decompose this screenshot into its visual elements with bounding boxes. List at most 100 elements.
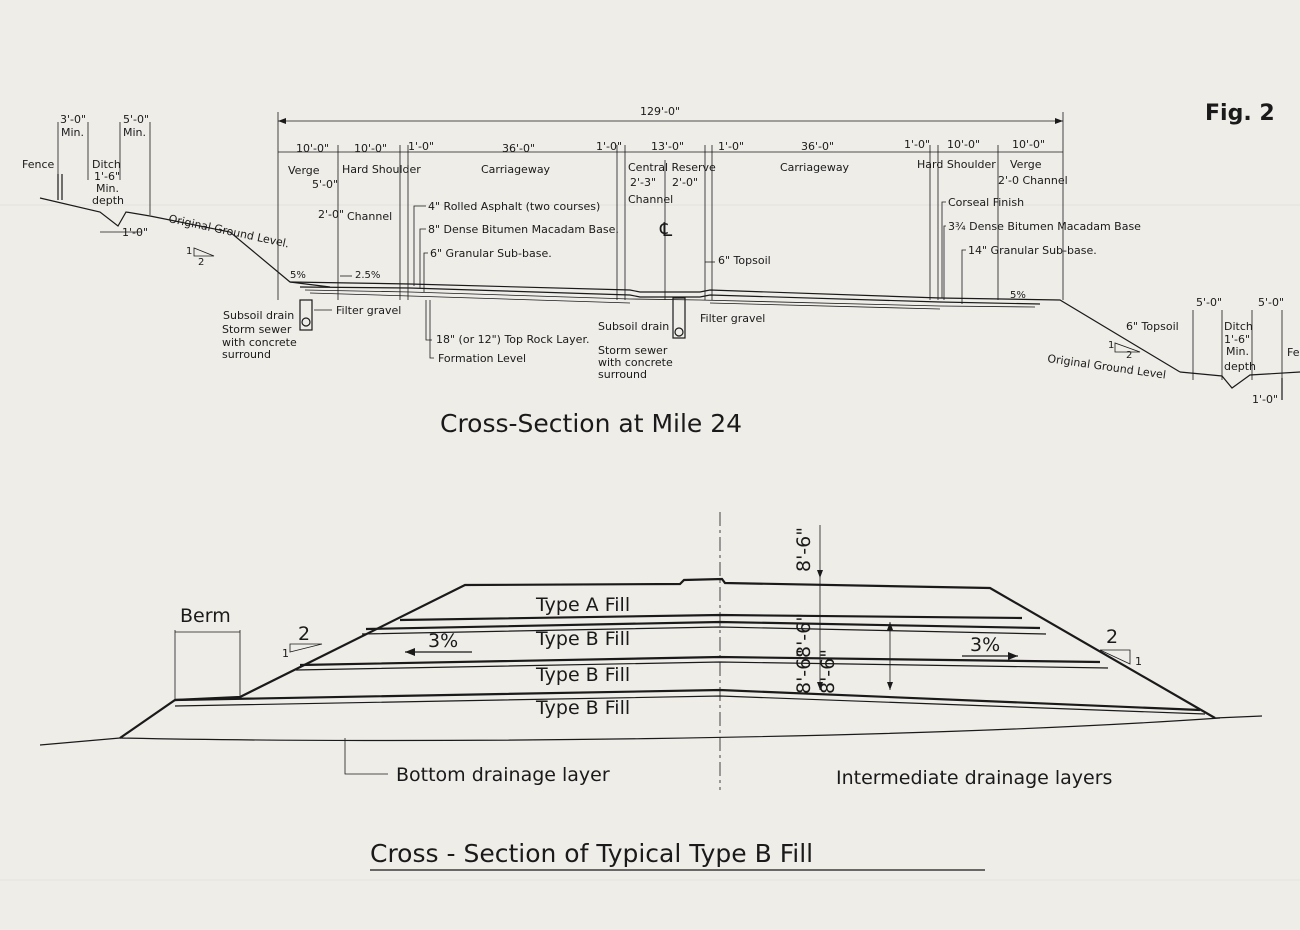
slope-right-2: 2 <box>1126 350 1132 361</box>
label-topsoil-centre: 6" Topsoil <box>718 254 771 267</box>
label-channel-left: Channel <box>347 210 392 223</box>
top-dimension-chain <box>278 145 1063 300</box>
dim-verge-5ft: 5'-0" <box>312 178 338 191</box>
label-min-b: Min. <box>123 126 146 139</box>
label-hard-shoulder-left: Hard Shoulder <box>342 163 421 176</box>
dim-carriageway-left: 36'-0" <box>502 142 535 155</box>
dim-top: 8'-6" <box>793 527 815 572</box>
label-ditch-bottom-left: 1'-0" <box>122 226 148 239</box>
overall-dimension: 129'-0" <box>277 105 1064 300</box>
label-type-b-fill-2: Type B Fill <box>535 664 630 686</box>
label-dbm-right: 3¾ Dense Bitumen Macadam Base <box>948 220 1141 233</box>
label-min-right: Min. <box>1226 345 1249 358</box>
label-dbm-left: 8" Dense Bitumen Macadam Base. <box>428 223 619 236</box>
label-min-a: Min. <box>61 126 84 139</box>
slope-2-left: 2 <box>298 623 310 645</box>
slope-1-left: 1 <box>282 647 289 660</box>
dim-right-channel: 2'-0 Channel <box>998 174 1068 187</box>
section1-title: Cross-Section at Mile 24 <box>440 409 742 438</box>
label-ditch-depth-right: 1'-6" <box>1224 333 1250 346</box>
dim-1ft-a: 1'-0" <box>408 140 434 153</box>
label-25pct: 2.5% <box>355 270 380 281</box>
label-storm-centre: Storm sewer <box>598 344 668 357</box>
section-type-b-fill: Type A Fill Type B Fill Type B Fill Type… <box>39 512 1263 871</box>
label-ditch-bottom-right: 1'-0" <box>1252 393 1278 406</box>
dim-verge-right: 10'-0" <box>1012 138 1045 151</box>
label-formation: Formation Level <box>438 352 526 365</box>
section-mile-24: 129'-0" 10'-0" 10'-0" 1'-0" 36'-0" 1'-0"… <box>22 105 1300 438</box>
dim-right-5b: 5'-0" <box>1258 296 1284 309</box>
slope-left-2: 2 <box>198 257 204 268</box>
label-5pct-left: 5% <box>290 270 306 281</box>
label-carriageway-right: Carriageway <box>780 161 850 174</box>
dim-right-5a: 5'-0" <box>1196 296 1222 309</box>
label-carriageway-left: Carriageway <box>481 163 551 176</box>
dim-mid-3: 8'-6" <box>817 649 839 694</box>
dim-cr-right: 2'-0" <box>672 176 698 189</box>
label-bottom-drainage: Bottom drainage layer <box>396 764 610 786</box>
label-ditch-depth-left: 1'-6" <box>94 170 120 183</box>
dim-mid-2: 8'-6" <box>793 649 815 694</box>
grade-left: 3% <box>428 630 458 652</box>
dim-left-5ft: 5'-0" <box>123 113 149 126</box>
label-corseal: Corseal Finish <box>948 196 1024 209</box>
label-subsoil-left: Subsoil drain <box>223 309 294 322</box>
label-ditch-right: Ditch <box>1224 320 1253 333</box>
dim-mid-1: 8'-6" <box>793 613 815 658</box>
dim-cr-left: 2'-3" <box>630 176 656 189</box>
label-rolled-asphalt: 4" Rolled Asphalt (two courses) <box>428 200 600 213</box>
label-top-rock: 18" (or 12") Top Rock Layer. <box>436 333 589 346</box>
slope-2-right: 2 <box>1106 626 1118 648</box>
label-subsoil-centre: Subsoil drain <box>598 320 669 333</box>
label-fence-right: Fe <box>1287 346 1300 359</box>
dim-left-3ft: 3'-0" <box>60 113 86 126</box>
dim-central-reserve: 13'-0" <box>651 140 684 153</box>
dim-hard-shoulder-right: 10'-0" <box>947 138 980 151</box>
label-topsoil-right: 6" Topsoil <box>1126 320 1179 333</box>
label-central-reserve: Central Reserve <box>628 161 716 174</box>
label-fence-left: Fence <box>22 158 55 171</box>
label-verge-right: Verge <box>1010 158 1042 171</box>
label-ogl-left: Original Ground Level. <box>167 212 290 250</box>
dim-1ft-d: 1'-0" <box>904 138 930 151</box>
figure-label: Fig. 2 <box>1205 101 1275 126</box>
dim-hard-shoulder-left: 10'-0" <box>354 142 387 155</box>
label-surround-centre: surround <box>598 368 647 381</box>
label-granular-right: 14" Granular Sub-base. <box>968 244 1097 257</box>
label-storm-left: Storm sewer <box>222 323 292 336</box>
dim-verge-left: 10'-0" <box>296 142 329 155</box>
label-ditch-left: Ditch <box>92 158 121 171</box>
label-concrete-left: with concrete <box>222 336 297 349</box>
label-ogl-right: Original Ground Level <box>1047 352 1167 382</box>
dim-carriageway-right: 36'-0" <box>801 140 834 153</box>
dim-1ft-b: 1'-0" <box>596 140 622 153</box>
label-min-left: Min. <box>96 182 119 195</box>
label-hard-shoulder-right: Hard Shoulder <box>917 158 996 171</box>
label-type-b-fill-3: Type B Fill <box>535 697 630 719</box>
label-depth-right: depth <box>1224 360 1256 373</box>
label-concrete-centre: with concrete <box>598 356 673 369</box>
label-filter-centre: Filter gravel <box>700 312 765 325</box>
overall-width-label: 129'-0" <box>640 105 680 118</box>
label-cr-channel: Channel <box>628 193 673 206</box>
label-type-a-fill: Type A Fill <box>535 594 630 616</box>
label-type-b-fill-1: Type B Fill <box>535 628 630 650</box>
label-berm: Berm <box>180 605 231 627</box>
dim-1ft-c: 1'-0" <box>718 140 744 153</box>
centreline-symbol: ℄ <box>659 219 673 241</box>
slope-right-1: 1 <box>1108 340 1114 351</box>
label-depth-left: depth <box>92 194 124 207</box>
label-intermediate-drainage: Intermediate drainage layers <box>836 767 1112 789</box>
label-5pct-right: 5% <box>1010 290 1026 301</box>
label-surround-left: surround <box>222 348 271 361</box>
label-verge-left: Verge <box>288 164 320 177</box>
section2-title: Cross - Section of Typical Type B Fill <box>370 839 813 868</box>
slope-left-1: 1 <box>186 246 192 257</box>
slope-1-right: 1 <box>1135 655 1142 668</box>
label-granular-left: 6" Granular Sub-base. <box>430 247 552 260</box>
dim-channel-2ft: 2'-0" <box>318 208 344 221</box>
label-filter-left: Filter gravel <box>336 304 401 317</box>
grade-right: 3% <box>970 634 1000 656</box>
